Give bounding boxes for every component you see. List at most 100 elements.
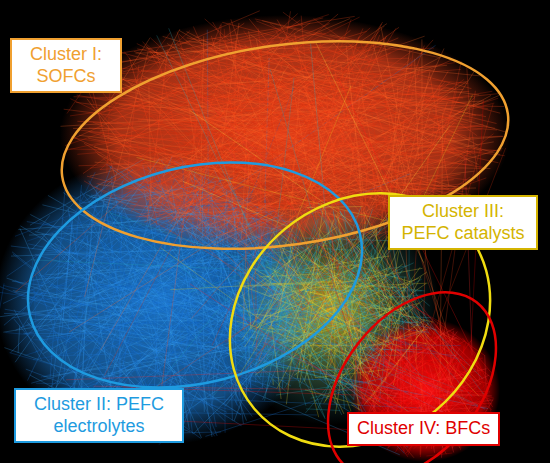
network-link [130,14,298,167]
network-link [273,315,364,364]
network-link [295,103,505,107]
network-link [308,297,417,340]
network-link [140,270,232,322]
network-link [239,71,251,73]
cluster-outline [178,141,541,463]
network-link [318,213,378,291]
network-link [354,384,405,415]
network-link [415,106,455,138]
network-link [184,82,466,128]
network-link [405,330,428,358]
network-link [307,207,363,208]
network-link [277,237,295,321]
network-link [485,355,487,395]
network-link [231,42,321,79]
network-link [35,273,62,354]
network-link [42,285,147,390]
network-link [88,122,502,151]
network-link [175,65,447,88]
network-link [465,156,472,355]
network-link [351,405,360,410]
network-link [47,290,139,313]
network-link [145,291,199,378]
network-link [371,391,390,412]
network-link [72,136,153,172]
network-link [116,238,258,347]
network-link [270,77,274,216]
cluster-label: Cluster I: SOFCs [20,44,112,87]
network-link [129,58,174,212]
network-link [191,224,274,319]
network-link [251,227,337,289]
network-link [241,310,293,344]
network-link [283,322,375,408]
network-link [51,349,289,356]
network-link [76,102,163,113]
network-link [224,230,226,433]
network-link [15,180,161,236]
network-link [377,326,422,364]
network-link [384,169,397,180]
network-link [171,281,342,290]
network-link [243,154,249,330]
network-link [324,59,337,206]
cluster-outline [4,129,386,421]
cluster-label: Cluster III: PEFC catalysts [398,201,528,244]
cluster-outlines [4,15,542,463]
network-link [309,81,340,175]
network-link [302,290,421,292]
network-link [298,67,488,109]
network-link [324,256,413,282]
network-link [330,35,440,58]
network-link [98,73,392,201]
network-link [316,243,421,329]
network-link [187,38,454,89]
network-link [456,366,458,383]
network-link [271,343,299,348]
network-link [389,389,477,404]
network-link [248,219,403,437]
cluster-label: Cluster IV: BFCs [357,418,490,440]
network-link [412,364,479,365]
network-link [341,263,425,322]
network-link [376,227,380,326]
network-link [226,45,267,143]
network-link [238,274,309,326]
network-link [95,98,497,130]
network-link [51,285,256,289]
network-link [295,80,421,149]
network-link [419,336,444,393]
network-link [172,106,236,127]
network-link [201,33,326,45]
network-link [306,409,340,411]
network-link [364,361,367,365]
network-link [288,100,414,159]
network-link [185,88,247,216]
network-link [318,227,388,326]
network-link [70,186,97,416]
cluster-label: Cluster II: PEFC electrolytes [24,394,174,437]
cluster-label-box: Cluster IV: BFCs [347,412,500,446]
network-link [163,199,381,214]
network-link [404,134,420,157]
network-link [406,342,437,361]
network-link [329,371,346,372]
network-link [157,35,309,346]
network-link [380,271,391,309]
network-link [183,181,289,227]
network-link [66,368,376,380]
network-link [259,322,420,333]
network-link [12,278,203,318]
network-link [434,336,446,386]
cluster-label-box: Cluster I: SOFCs [10,38,122,93]
network-link [255,58,507,133]
network-link [199,66,312,104]
network-link [100,143,452,169]
network-link [39,177,216,331]
network-link [266,63,331,129]
cluster-outline [294,260,530,463]
network-link [41,227,106,284]
network-link [360,41,393,121]
network-link [63,268,77,273]
network-link [32,197,79,249]
